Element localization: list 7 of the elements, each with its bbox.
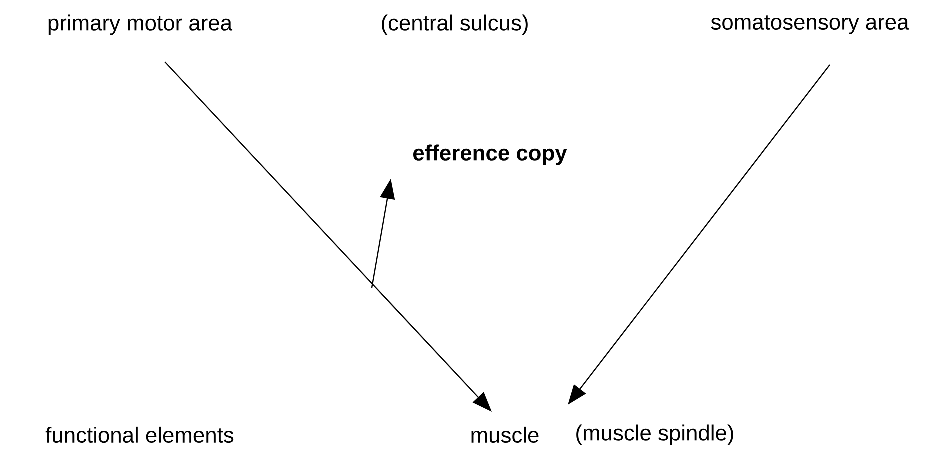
text-label: functional elements (46, 426, 234, 444)
text-label: (central sulcus) (382, 14, 528, 36)
text-label: efference copy (414, 144, 568, 166)
text-label: primary motor area (48, 14, 233, 36)
text-label: somatosensory area (711, 16, 910, 34)
text-label: muscle (472, 426, 539, 444)
text-label: (muscle spindle) (576, 424, 734, 446)
